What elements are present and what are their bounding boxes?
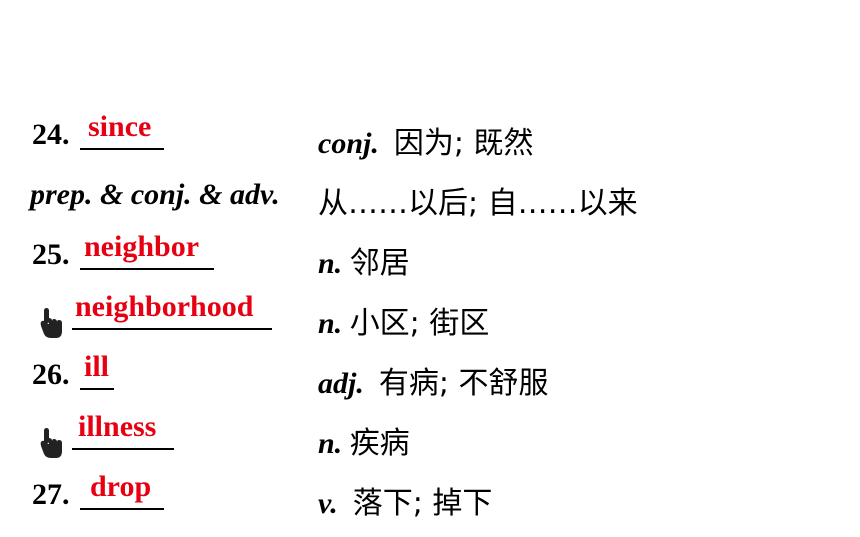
pointing-hand-icon: [40, 308, 62, 338]
meaning: 小区; 街区: [349, 306, 490, 341]
meaning: 有病; 不舒服: [378, 366, 549, 401]
definition: n. 疾病: [318, 418, 410, 462]
part-of-speech: n.: [318, 247, 343, 280]
vocab-row-illness: illness n. 疾病: [0, 410, 860, 470]
meaning: 邻居: [349, 246, 410, 281]
vocab-row-26: 26. ill adj. 有病; 不舒服: [0, 350, 860, 410]
definition: n. 小区; 街区: [318, 298, 489, 342]
vocab-row-24: 24. since conj. 因为; 既然: [0, 110, 860, 170]
pointing-hand-icon: [40, 428, 62, 458]
part-of-speech: v.: [318, 487, 338, 520]
item-number: 24.: [32, 118, 70, 151]
definition: v. 落下; 掉下: [318, 478, 492, 522]
answer-text: illness: [78, 410, 157, 443]
answer-text: since: [88, 110, 152, 143]
meaning: 从……以后; 自……以来: [318, 186, 638, 221]
meaning: 落下; 掉下: [352, 486, 493, 521]
part-of-speech: conj.: [318, 127, 379, 160]
answer-blank: [80, 268, 214, 270]
answer-blank: [80, 388, 114, 390]
definition: adj. 有病; 不舒服: [318, 358, 549, 402]
part-of-speech: prep. & conj. & adv.: [30, 178, 280, 211]
meaning: 因为; 既然: [393, 126, 534, 161]
answer-blank: [72, 328, 272, 330]
answer-blank: [72, 448, 174, 450]
vocab-row-25: 25. neighbor n. 邻居: [0, 230, 860, 290]
answer-text: neighborhood: [75, 290, 254, 323]
vocab-row-neighborhood: neighborhood n. 小区; 街区: [0, 290, 860, 350]
definition: conj. 因为; 既然: [318, 118, 534, 162]
vocab-row-27: 27. drop v. 落下; 掉下: [0, 470, 860, 530]
vocab-row-since-alt: prep. & conj. & adv. 从……以后; 自……以来: [0, 170, 860, 230]
part-of-speech: adj.: [318, 367, 364, 400]
item-number: 25.: [32, 238, 70, 271]
answer-blank: [80, 508, 164, 510]
definition: 从……以后; 自……以来: [318, 178, 638, 222]
definition: n. 邻居: [318, 238, 410, 282]
part-of-speech: n.: [318, 427, 343, 460]
answer-text: neighbor: [84, 230, 200, 263]
item-number: 27.: [32, 478, 70, 511]
answer-blank: [80, 148, 164, 150]
part-of-speech: n.: [318, 307, 343, 340]
answer-text: drop: [90, 470, 152, 503]
item-number: 26.: [32, 358, 70, 391]
answer-text: ill: [84, 350, 110, 383]
meaning: 疾病: [349, 426, 410, 461]
